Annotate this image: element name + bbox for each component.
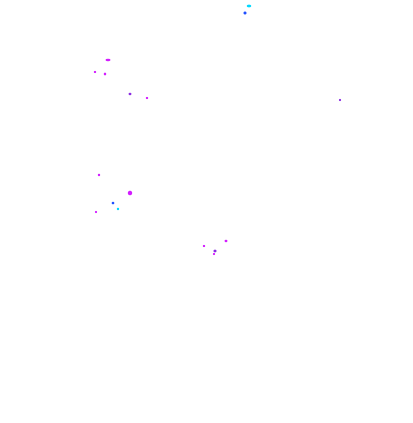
dot <box>213 249 217 253</box>
dot <box>243 11 247 15</box>
dot <box>145 96 149 100</box>
dot <box>97 173 101 177</box>
dot <box>224 239 228 243</box>
dot <box>94 210 98 214</box>
dot <box>338 98 342 102</box>
dot <box>116 207 120 211</box>
dot <box>103 72 107 76</box>
dot <box>128 92 132 96</box>
dot <box>93 70 97 74</box>
top-dots <box>243 4 252 15</box>
dot <box>202 244 206 248</box>
right-dot <box>338 98 342 102</box>
dot <box>111 201 115 205</box>
upper-left-dots <box>93 58 149 100</box>
mid-left-dots <box>94 173 133 214</box>
dot <box>212 252 216 256</box>
dot <box>246 4 252 8</box>
dot <box>127 190 133 196</box>
dot <box>105 58 111 62</box>
center-dots <box>202 239 228 256</box>
